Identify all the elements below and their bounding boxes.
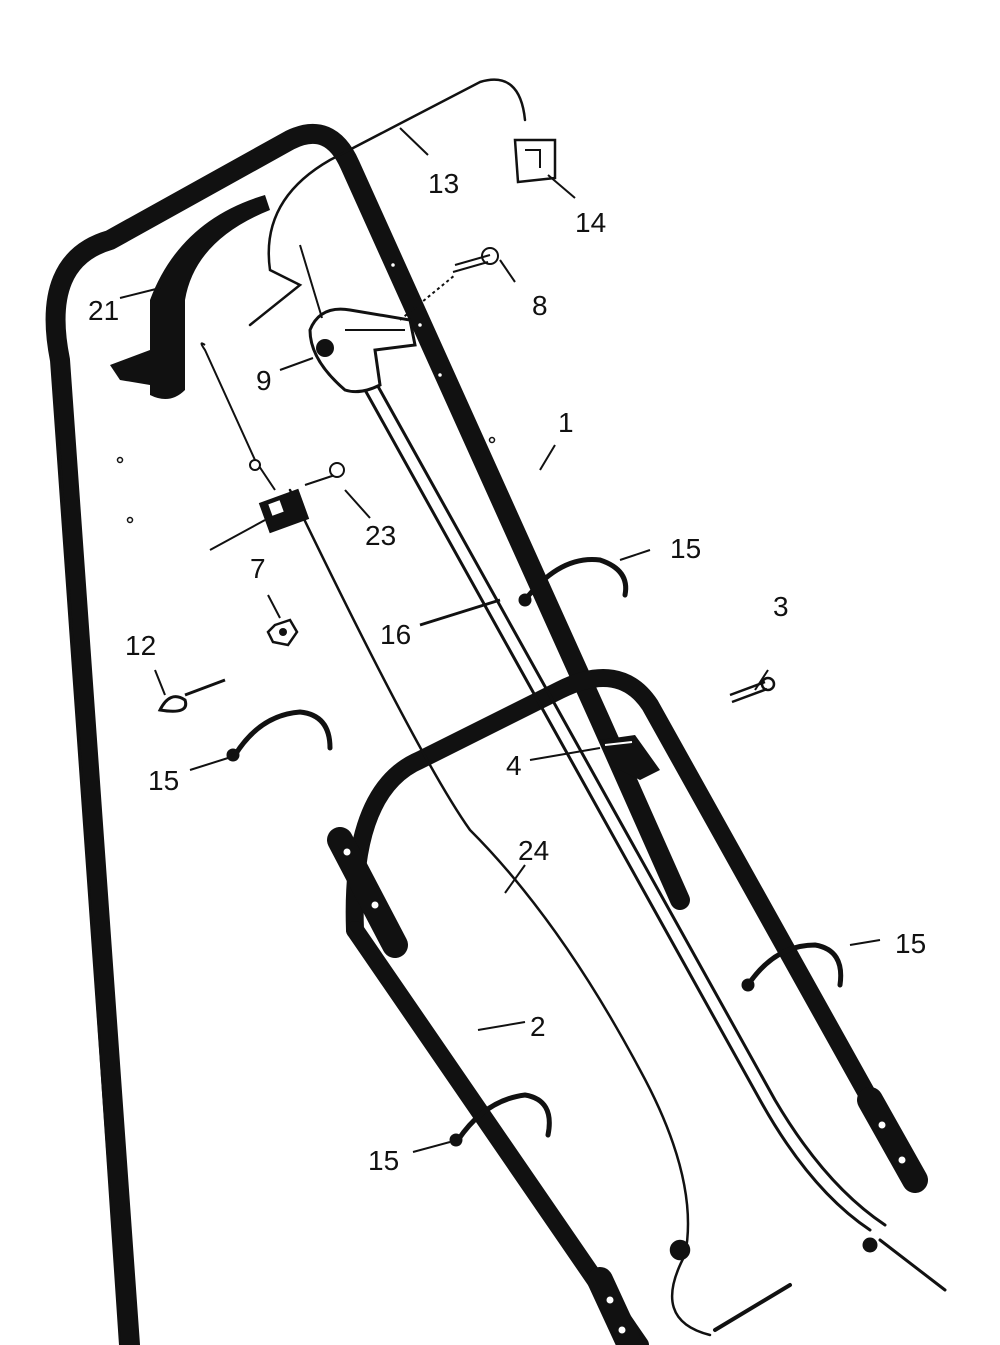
callout-3: 3 (773, 591, 789, 622)
callout-7: 7 (250, 553, 266, 584)
bolt-3 (729, 676, 776, 704)
leader-lines (119, 127, 881, 1153)
control-housing-9 (308, 307, 417, 394)
cable-tie-15d (449, 1092, 552, 1147)
nut-7 (266, 618, 299, 647)
callout-15c: 15 (895, 928, 926, 959)
cable-tie-15b (226, 709, 333, 762)
upper-handle (45, 123, 690, 1345)
lever-21 (110, 195, 270, 399)
clip-14 (513, 138, 557, 184)
callout-13: 13 (428, 168, 459, 199)
cable-tie-15c (741, 942, 844, 992)
callout-14: 14 (575, 207, 606, 238)
callout-8: 8 (532, 290, 548, 321)
eyebolt-12 (157, 678, 226, 713)
lower-handle (327, 669, 928, 1345)
rod-spring (200, 342, 276, 491)
cable-tie-15a (518, 557, 629, 607)
switch-23 (258, 462, 345, 534)
bolt-8 (452, 247, 499, 273)
callout-1: 1 (558, 407, 574, 438)
callout-4: 4 (506, 750, 522, 781)
callout-15a: 15 (670, 533, 701, 564)
callout-2: 2 (530, 1011, 546, 1042)
callout-16: 16 (380, 619, 411, 650)
callout-21: 21 (88, 295, 119, 326)
callout-24: 24 (518, 835, 549, 866)
wire-13 (248, 78, 527, 327)
callout-12: 12 (125, 630, 156, 661)
cable-24 (288, 488, 792, 1337)
callout-15d: 15 (368, 1145, 399, 1176)
control-cable (338, 343, 947, 1292)
callout-23: 23 (365, 520, 396, 551)
knob-4 (600, 735, 660, 780)
callout-9: 9 (256, 365, 272, 396)
callout-15b: 15 (148, 765, 179, 796)
callouts: 1 2 3 4 7 8 9 12 13 14 15 15 15 15 16 21… (88, 168, 926, 1176)
